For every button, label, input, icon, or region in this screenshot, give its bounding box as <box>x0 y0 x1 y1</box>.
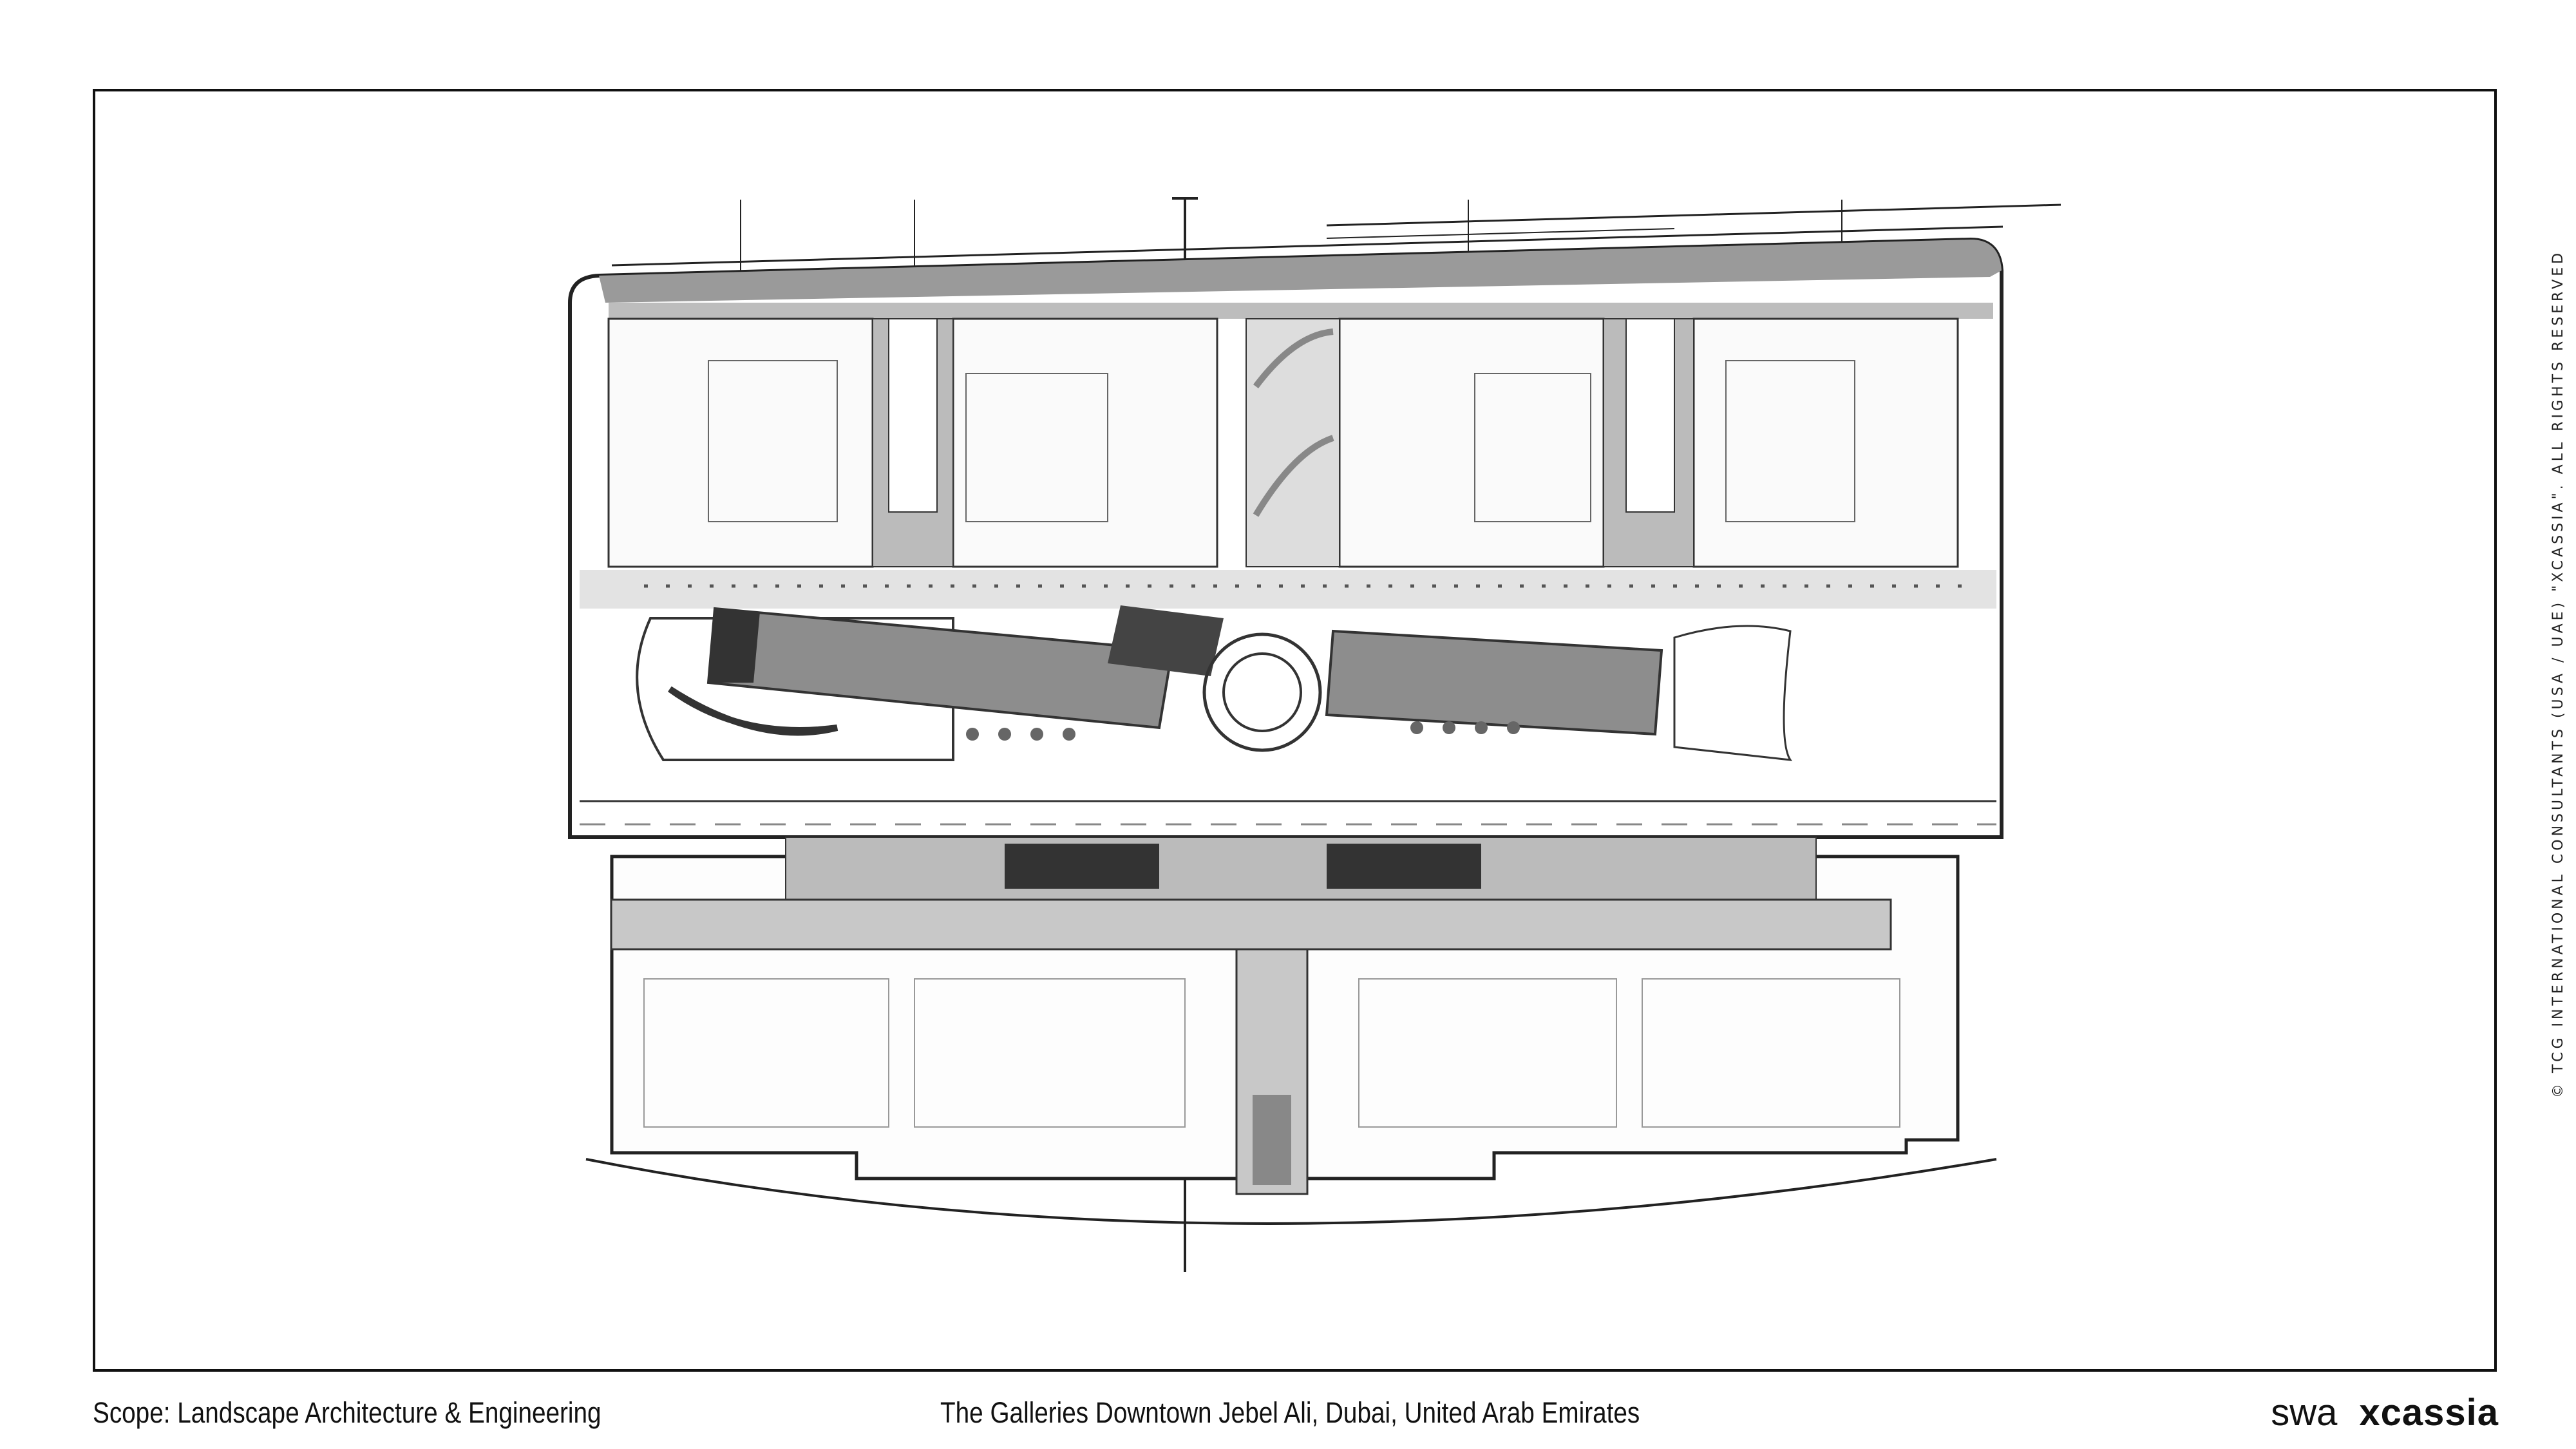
swa-logo: swa <box>2271 1392 2338 1434</box>
top-road <box>599 240 2002 303</box>
drawing-frame <box>93 89 2497 1372</box>
company-logos: swa xcassia <box>2271 1391 2499 1434</box>
walkway <box>610 898 1892 951</box>
copyright-notice: © TCG INTERNATIONAL CONSULTANTS (USA / U… <box>2550 249 2566 1098</box>
scope-caption: Scope: Landscape Architecture & Engineer… <box>93 1396 601 1429</box>
xcassia-logo: xcassia <box>2359 1392 2499 1434</box>
project-caption: The Galleries Downtown Jebel Ali, Dubai,… <box>940 1396 1640 1429</box>
